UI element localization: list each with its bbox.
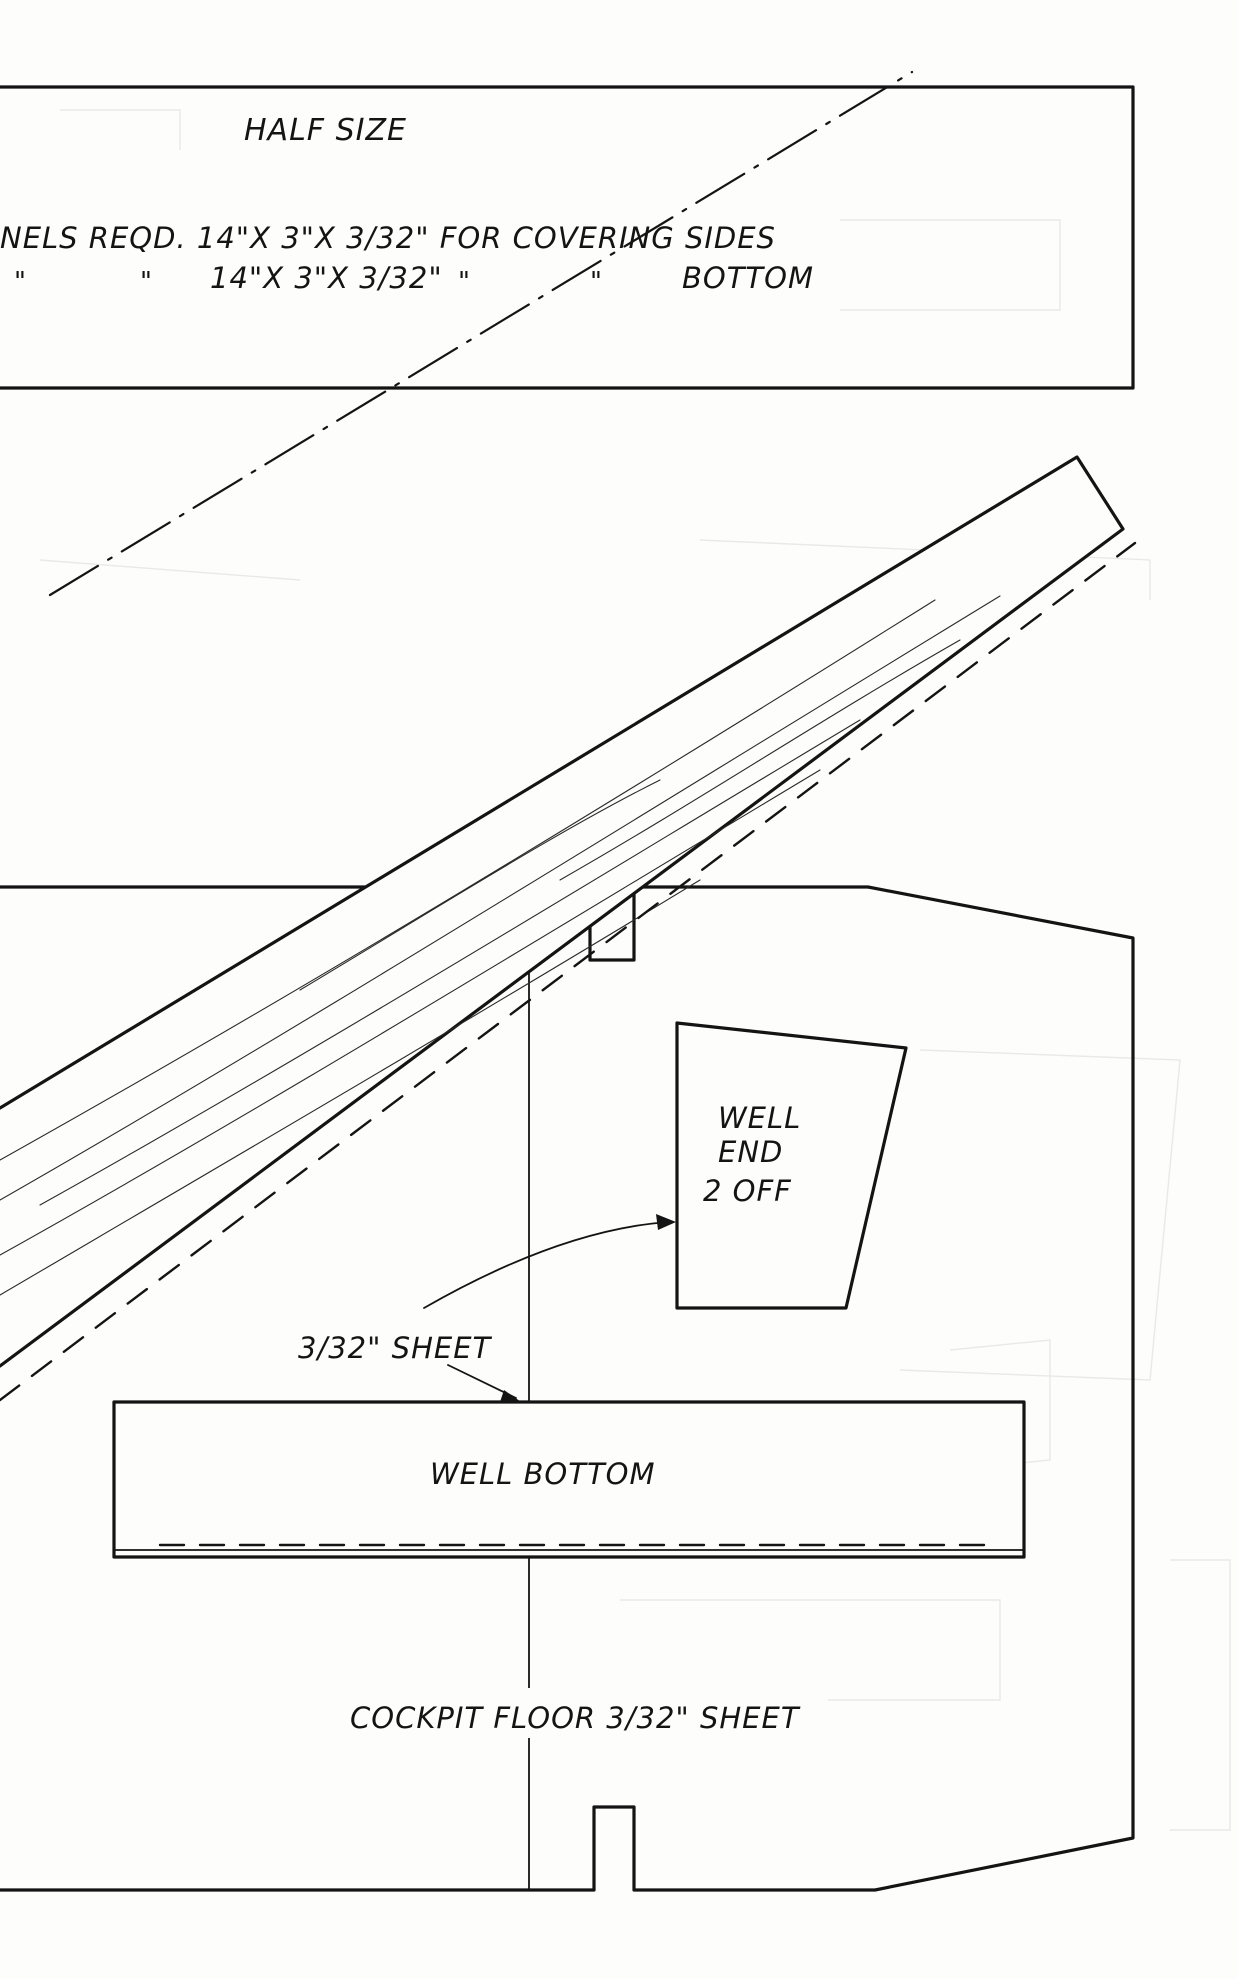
panels-note-bottom-label: BOTTOM (682, 261, 814, 295)
strip-offset-dashed-line (0, 541, 1137, 1402)
panels-note-line1: NELS REQD. 14"X 3"X 3/32" FOR COVERING S… (0, 221, 776, 255)
well-end-part: WELL END 2 OFF (675, 1021, 908, 1310)
well-end-label-3: 2 OFF (703, 1174, 792, 1208)
well-bottom-label: WELL BOTTOM (430, 1457, 656, 1491)
notes-panel: HALF SIZE NELS REQD. 14"X 3"X 3/32" FOR … (0, 85, 1135, 390)
cockpit-floor-label: COCKPIT FLOOR 3/32" SHEET (350, 1701, 801, 1735)
center-line (48, 70, 914, 597)
panels-note-ditto-4: " (590, 267, 603, 297)
scale-note: HALF SIZE (244, 113, 407, 148)
sheet-callout-label: 3/32" SHEET (298, 1331, 493, 1365)
panels-note-line2-size: 14"X 3"X 3/32" (210, 261, 443, 295)
well-bottom-part: WELL BOTTOM (112, 1400, 1026, 1559)
panels-note-ditto-3: " (458, 267, 471, 297)
longeron-strip (0, 455, 1137, 1402)
reverse-side-showthrough (39, 109, 1231, 1831)
sheet-callout: 3/32" SHEET (298, 1214, 676, 1404)
well-end-label-1: WELL (718, 1101, 801, 1135)
well-end-label-2: END (718, 1135, 783, 1169)
panels-note-ditto-2: " (140, 267, 153, 297)
panels-note-ditto-1: " (14, 267, 27, 297)
